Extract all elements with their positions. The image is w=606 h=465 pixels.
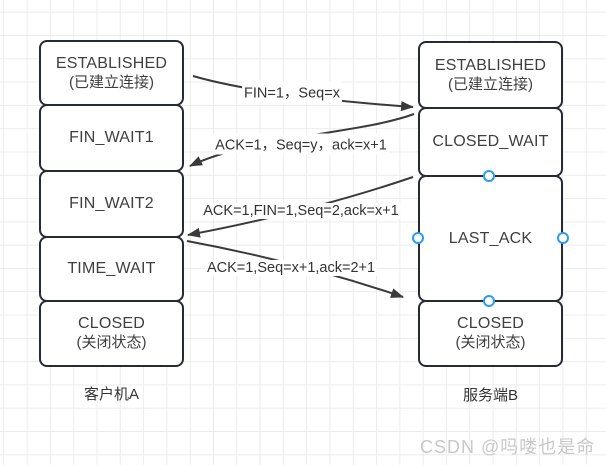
message-label-last-ack[interactable]: ACK=1,Seq=x+1,ack=2+1 bbox=[204, 260, 378, 276]
node-server-established[interactable]: ESTABLISHED (已建立连接) bbox=[418, 41, 563, 109]
connection-point-left[interactable] bbox=[412, 232, 424, 244]
message-label-fin[interactable]: FIN=1，Seq=x bbox=[242, 81, 342, 103]
node-client-closed[interactable]: CLOSED (关闭状态) bbox=[39, 300, 184, 367]
node-client-fin-wait1[interactable]: FIN_WAIT1 bbox=[39, 104, 184, 172]
state-title: CLOSED bbox=[78, 315, 145, 333]
state-title: CLOSED bbox=[457, 315, 524, 333]
state-title: CLOSED_WAIT bbox=[432, 133, 549, 150]
client-column-caption[interactable]: 客户机A bbox=[83, 386, 139, 403]
node-client-time-wait[interactable]: TIME_WAIT bbox=[39, 236, 184, 302]
connection-point-right[interactable] bbox=[557, 232, 569, 244]
state-title: ESTABLISHED bbox=[434, 56, 547, 74]
message-label-ack[interactable]: ACK=1，Seq=y，ack=x+1 bbox=[213, 133, 389, 155]
state-title: FIN_WAIT1 bbox=[69, 129, 154, 146]
state-subtitle: (关闭状态) bbox=[455, 334, 526, 352]
state-subtitle: (已建立连接) bbox=[448, 75, 533, 93]
connection-point-top[interactable] bbox=[483, 170, 495, 182]
csdn-watermark: CSDN @吗喽也是命 bbox=[420, 437, 596, 457]
state-subtitle: (关闭状态) bbox=[76, 334, 147, 352]
state-title: FIN_WAIT2 bbox=[69, 195, 154, 212]
node-client-established[interactable]: ESTABLISHED (已建立连接) bbox=[39, 40, 184, 106]
connection-point-bottom[interactable] bbox=[483, 295, 495, 307]
message-label-fin-ack[interactable]: ACK=1,FIN=1,Seq=2,ack=x+1 bbox=[201, 203, 401, 219]
state-subtitle: (已建立连接) bbox=[69, 73, 154, 91]
state-title: LAST_ACK bbox=[448, 229, 533, 247]
server-column-caption[interactable]: 服务端B bbox=[462, 387, 518, 404]
state-title: ESTABLISHED bbox=[55, 54, 168, 72]
state-title: TIME_WAIT bbox=[67, 260, 156, 277]
